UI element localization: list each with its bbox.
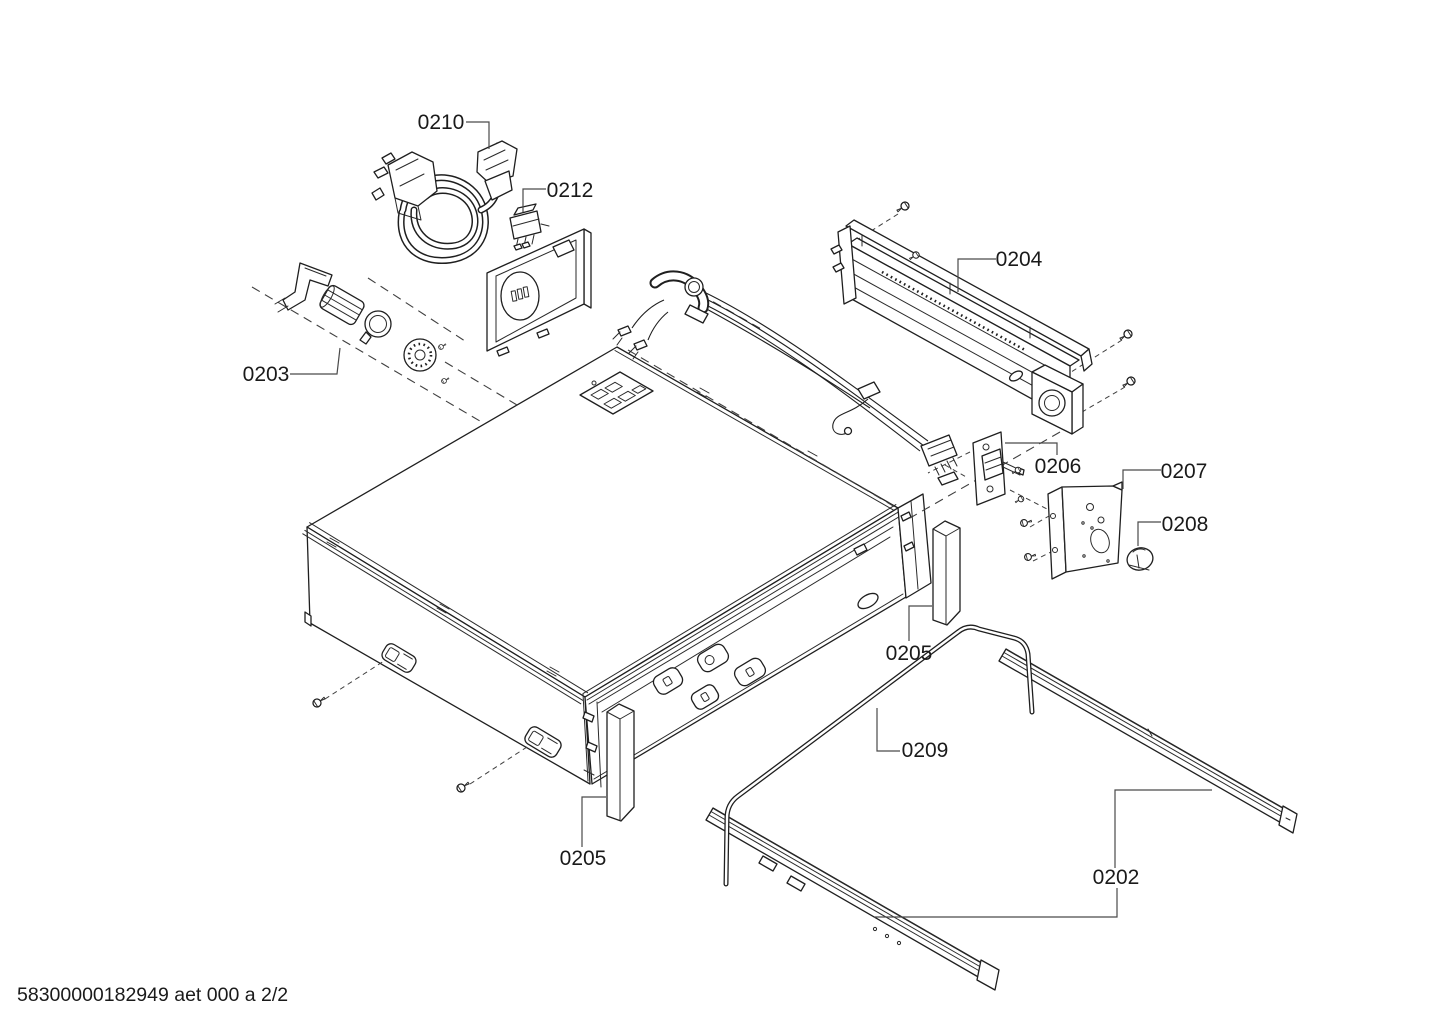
leader-lines	[290, 121, 1212, 918]
telescopic-rail-right	[998, 648, 1298, 834]
heater-left-bracket	[830, 225, 857, 305]
spacer-pillar-left	[606, 703, 635, 822]
display-bars	[510, 286, 530, 302]
part-label-0212: 0212	[547, 179, 594, 202]
part-label-0210: 0210	[418, 111, 465, 134]
cabinet-body	[302, 346, 932, 788]
mains-plug	[371, 151, 438, 221]
appliance-connector	[476, 140, 518, 201]
part-label-0204: 0204	[996, 248, 1043, 271]
front-left-corner-post	[582, 693, 602, 788]
switch-plate	[972, 431, 1025, 506]
heater-fan-assembly	[830, 219, 1093, 435]
drawer-slot-left	[381, 643, 417, 673]
rating-label-patch	[579, 371, 654, 415]
power-cord-assembly	[371, 140, 518, 265]
rim-clips	[326, 387, 818, 677]
part-label-0209: 0209	[902, 739, 949, 762]
harness-connector	[920, 434, 959, 486]
control-panel	[486, 228, 592, 357]
drawer-slot-right	[524, 726, 562, 758]
wire-frame	[723, 624, 1035, 887]
lamp-assembly	[274, 262, 437, 372]
fan-housing	[1008, 364, 1084, 435]
control-knob	[1126, 547, 1154, 571]
part-label-0203: 0203	[243, 363, 290, 386]
lamp-socket	[319, 284, 365, 326]
spacer-pillar-right	[932, 520, 961, 626]
part-label-0208: 0208	[1162, 513, 1209, 536]
wiring-harness	[612, 270, 959, 486]
document-number: 58300000182949 aet 000 a 2/2	[17, 984, 288, 1006]
screws	[312, 201, 1136, 793]
front-right-corner-strip	[897, 493, 932, 599]
lamp-bracket	[274, 262, 333, 313]
part-labels: 0210 0212 0203 0204 0206 0207 0208 0205 …	[243, 111, 1209, 889]
part-label-0202: 0202	[1093, 866, 1140, 889]
lamp-lens	[403, 338, 437, 372]
telescopic-rail-left	[705, 807, 1000, 991]
front-face-cutouts	[652, 543, 879, 710]
alignment-dash-lines	[251, 213, 1126, 785]
clamp-ring	[359, 310, 392, 345]
part-label-0206: 0206	[1035, 455, 1082, 478]
micro-switch	[509, 203, 550, 251]
part-label-0205-left: 0205	[560, 847, 607, 870]
mounting-bracket	[1047, 481, 1123, 580]
part-label-0207: 0207	[1161, 460, 1208, 483]
part-label-0205-right: 0205	[886, 642, 933, 665]
